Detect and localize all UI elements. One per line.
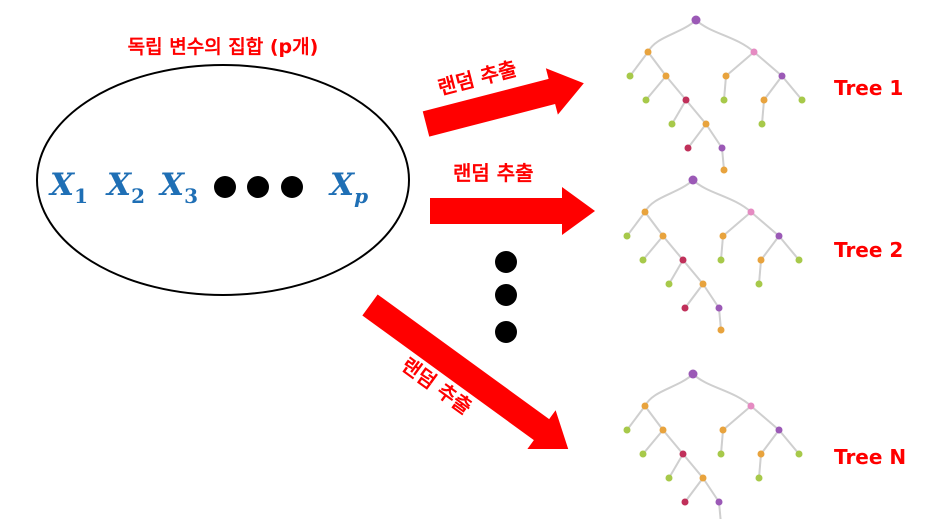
tree-ellipsis-dot [495,321,517,343]
variable-x1: X1 [48,167,88,208]
arrow-label-2: 랜덤 추출 [453,161,534,185]
tree-2-label: Tree 2 [834,238,904,262]
tree-ellipsis-dot [495,251,517,273]
tree-n-diagram [622,368,804,519]
tree-ellipsis-dot [495,284,517,306]
ellipsis-dot [214,176,236,198]
variable-x2: X2 [105,167,145,208]
tree-n-label: Tree N [834,445,907,469]
tree-1-diagram [625,14,807,175]
variable-xp: Xp [328,167,368,208]
tree-2-diagram [622,174,804,335]
tree-1-label: Tree 1 [834,76,904,100]
variable-set-title: 독립 변수의 집합 (p개) [127,36,319,58]
arrow-to-tree-n [362,294,569,450]
arrow-to-tree-2 [430,187,595,235]
ellipsis-dot [281,176,303,198]
ellipsis-dot [247,176,269,198]
variable-x3: X3 [158,167,198,208]
variable-set-ellipse [36,64,410,296]
arrow-to-tree-1 [422,68,584,137]
